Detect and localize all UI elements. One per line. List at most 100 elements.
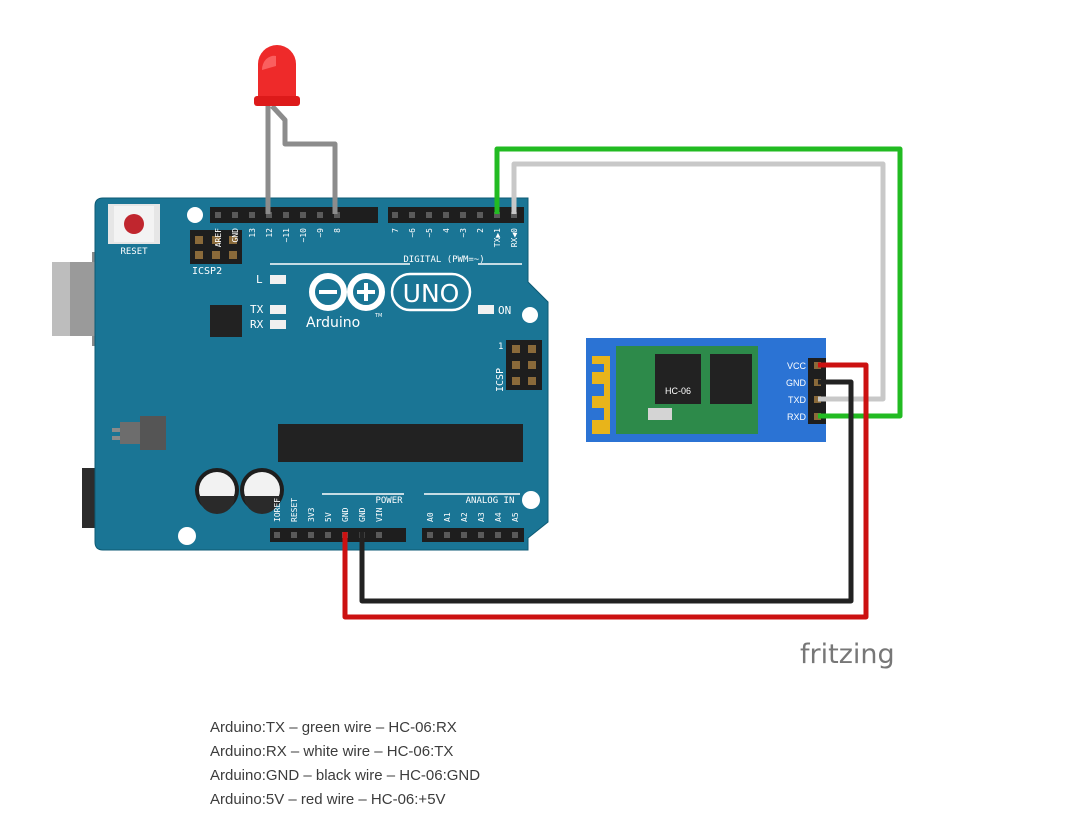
led-l <box>270 275 286 284</box>
module-pin-label: VCC <box>787 361 807 371</box>
module-pin-header <box>808 358 826 424</box>
wire-black-gnd <box>359 379 854 604</box>
led-leg-anode <box>270 104 338 214</box>
pin-socket <box>308 532 314 538</box>
module-pin <box>814 413 821 420</box>
mounting-hole <box>178 527 196 545</box>
pin-socket <box>494 212 500 218</box>
voltage-regulator <box>112 416 166 450</box>
icsp2-label: ICSP2 <box>192 266 222 277</box>
reset-button[interactable] <box>108 204 160 244</box>
uno-badge <box>390 272 472 312</box>
flash-chip <box>710 354 752 404</box>
pin-socket <box>376 532 382 538</box>
pin-socket <box>232 212 238 218</box>
pin-label: ~9 <box>316 228 325 238</box>
pin-socket <box>325 532 331 538</box>
pin-socket <box>266 212 272 218</box>
module-pin <box>814 362 821 369</box>
led-label-tx: TX <box>250 303 264 316</box>
analog-header <box>422 528 524 542</box>
pin-label: TX▶1 <box>493 228 502 247</box>
pin-label: A0 <box>426 512 435 522</box>
pin-label: 7 <box>391 228 400 233</box>
pin-label: GND <box>358 507 367 522</box>
pin-socket <box>334 212 340 218</box>
pin-socket <box>443 212 449 218</box>
pin-socket <box>495 532 501 538</box>
pin-socket <box>283 212 289 218</box>
led-tx <box>270 305 286 314</box>
pin-label: ~11 <box>282 228 291 243</box>
connection-item: Arduino:TX – green wire – HC-06:RX <box>210 719 457 736</box>
microcontroller-chip <box>278 424 523 462</box>
pin-label: 8 <box>333 228 342 233</box>
connection-item: Arduino:RX – white wire – HC-06:TX <box>210 743 454 760</box>
pin-label: A3 <box>477 512 486 522</box>
led-label-rx: RX <box>250 318 264 331</box>
bluetooth-chip <box>655 354 701 404</box>
pin-socket <box>427 532 433 538</box>
analog-label: ANALOG IN <box>466 496 515 506</box>
mounting-hole <box>522 307 538 323</box>
pin-socket <box>426 212 432 218</box>
pin-label: ~5 <box>425 228 434 238</box>
pin-label: 13 <box>248 228 257 238</box>
pin-socket <box>461 532 467 538</box>
pin-label: RESET <box>290 498 299 522</box>
pin-label: ~3 <box>459 228 468 238</box>
module-pin <box>814 396 821 403</box>
wire-green-tx-rx <box>494 146 903 419</box>
pin-label: 5V <box>324 512 333 522</box>
pin-socket <box>215 212 221 218</box>
power-header <box>270 528 406 542</box>
power-label: POWER <box>375 496 403 506</box>
pin-label: AREF <box>214 228 223 247</box>
pin-label: 12 <box>265 228 274 238</box>
pin-label: 3V3 <box>307 507 316 522</box>
led-on <box>478 305 494 314</box>
icsp-pin1-label: 1 <box>498 342 503 352</box>
led-label-l: L <box>256 273 263 286</box>
pin-label: A5 <box>511 512 520 522</box>
pin-label: 2 <box>476 228 485 233</box>
pin-socket <box>392 212 398 218</box>
pin-socket <box>512 532 518 538</box>
pin-socket <box>249 212 255 218</box>
pin-label: A2 <box>460 512 469 522</box>
module-pin <box>814 379 821 386</box>
pin-socket <box>274 532 280 538</box>
digital-label: DIGITAL (PWM=~) <box>403 255 484 265</box>
module-pin-label: GND <box>786 378 807 388</box>
wire-red-5v <box>342 362 869 620</box>
fritzing-watermark: fritzing <box>800 639 895 670</box>
wires <box>265 104 903 620</box>
pin-label: GND <box>231 228 240 243</box>
pin-label: 4 <box>442 228 451 233</box>
model-text: UNO <box>403 279 460 308</box>
pin-socket <box>511 212 517 218</box>
pin-socket <box>444 532 450 538</box>
connection-list: Arduino:TX – green wire – HC-06:RX Ardui… <box>210 716 480 812</box>
icsp2-header <box>190 230 242 264</box>
usb-chip <box>210 305 242 337</box>
pin-label: RX◀0 <box>510 228 519 247</box>
led-label-on: ON <box>498 304 511 317</box>
mounting-hole <box>187 207 203 223</box>
led-rx <box>270 320 286 329</box>
pin-socket <box>409 212 415 218</box>
pin-label: IOREF <box>273 498 282 522</box>
red-led <box>254 45 300 106</box>
pin-socket <box>317 212 323 218</box>
pin-socket <box>478 532 484 538</box>
mounting-hole <box>522 491 540 509</box>
pin-label: ~10 <box>299 228 308 243</box>
connection-item: Arduino:GND – black wire – HC-06:GND <box>210 767 481 784</box>
